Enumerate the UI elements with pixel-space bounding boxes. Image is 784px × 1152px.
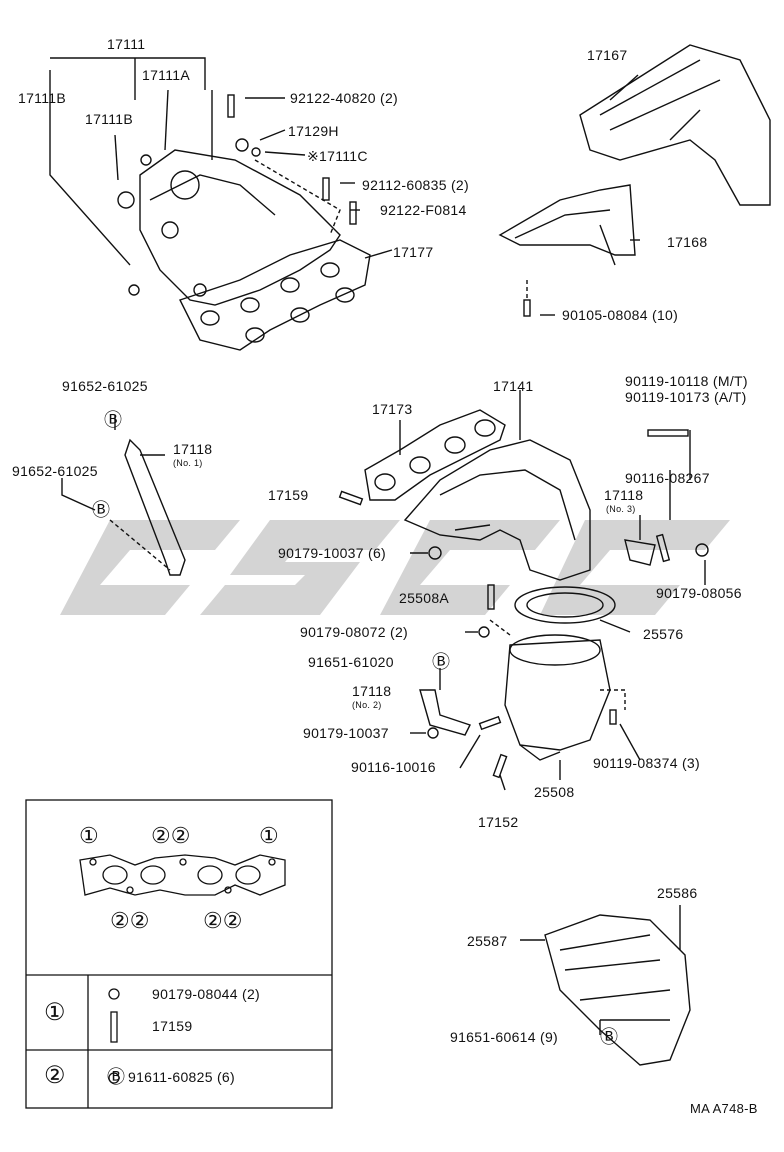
label-17167: 17167 [587,47,628,63]
label-17118-no3: 17118 [604,487,644,503]
legend-part-17159: 17159 [152,1018,193,1034]
label-17118-no1-sub: (No. 1) [173,458,203,468]
gasket-marker-1-left: ① [79,823,99,848]
gasket-marker-2-top: ②② [151,823,191,848]
label-17118-no1: 17118 [173,441,213,457]
stay-rod [124,438,186,576]
label-90105-08084: 90105-08084 (10) [562,307,679,323]
label-17118-no3-sub: (No. 3) [606,504,636,514]
label-17111: 17111 [107,36,146,52]
label-91652-61025-a: 91652-61025 [62,378,148,394]
bolt-marker-b: Ⓑ [107,1067,125,1087]
lower-heat-insulator [544,914,691,1066]
label-90119-08374: 90119-08374 (3) [593,755,700,771]
legend-part-90179-08044: 90179-08044 (2) [152,986,261,1002]
intake-manifold [139,149,341,306]
label-17159: 17159 [268,487,309,503]
label-92122-f0814: 92122-F0814 [380,202,467,218]
label-90116-08267: 90116-08267 [625,470,710,486]
intake-gasket [179,239,371,351]
catalytic-converter [504,639,611,751]
label-25508: 25508 [534,784,575,800]
label-17111a: 17111A [142,67,190,83]
gasket-marker-1-right: ① [259,823,279,848]
label-17177: 17177 [393,244,434,260]
label-91651-61020: 91651-61020 [308,654,394,670]
label-17118-no2: 17118 [352,683,392,699]
gasket-25576 [514,586,616,624]
label-17111b-b: 17111B [85,111,133,127]
heat-insulator-lower [498,184,636,256]
legend-key-2: ② [44,1062,66,1089]
exhaust-gasket [364,409,506,501]
label-17168: 17168 [667,234,708,250]
label-92122-40820: 92122-40820 (2) [290,90,399,106]
label-25586: 25586 [657,885,698,901]
heat-insulator-upper [579,44,771,206]
label-25508a: 25508A [399,590,450,606]
label-25587: 25587 [467,933,508,949]
label-91652-61025-b: 91652-61025 [12,463,98,479]
label-17129h: 17129H [288,123,339,139]
parts-legend-table [25,799,333,1109]
bolt-marker-b: Ⓑ [600,1027,618,1047]
label-90179-08056: 90179-08056 [656,585,742,601]
label-90119-10173: 90119-10173 (A/T) [625,389,747,405]
bolt-marker-b: Ⓑ [104,410,122,430]
label-90116-10016: 90116-10016 [351,759,436,775]
label-90119-10118: 90119-10118 (M/T) [625,373,748,389]
label-17141: 17141 [493,378,534,394]
label-90179-10037-b: 90179-10037 [303,725,389,741]
legend-key-1: ① [44,999,66,1026]
exhaust-manifold [403,439,591,581]
bolt-marker-b: Ⓑ [92,500,110,520]
label-17152: 17152 [478,814,519,830]
label-17111b-a: 17111B [18,90,66,106]
label-17173: 17173 [372,401,413,417]
label-25576: 25576 [643,626,684,642]
bolt-marker-b: Ⓑ [432,652,450,672]
label-92112-60835: 92112-60835 (2) [362,177,469,193]
label-17118-no2-sub: (No. 2) [352,700,382,710]
gasket-marker-2-bottom-left: ②② [110,908,150,933]
footer-code: MA A748-B [690,1101,758,1116]
watermark-logo [60,520,730,615]
legend-part-91611-60825: 91611-60825 (6) [128,1069,235,1085]
label-90179-08072: 90179-08072 (2) [300,624,409,640]
label-91651-60614: 91651-60614 (9) [450,1029,559,1045]
label-90179-10037-a: 90179-10037 (6) [278,545,387,561]
label-17111c: ※17111C [307,148,368,164]
gasket-marker-2-bottom-right: ②② [203,908,243,933]
